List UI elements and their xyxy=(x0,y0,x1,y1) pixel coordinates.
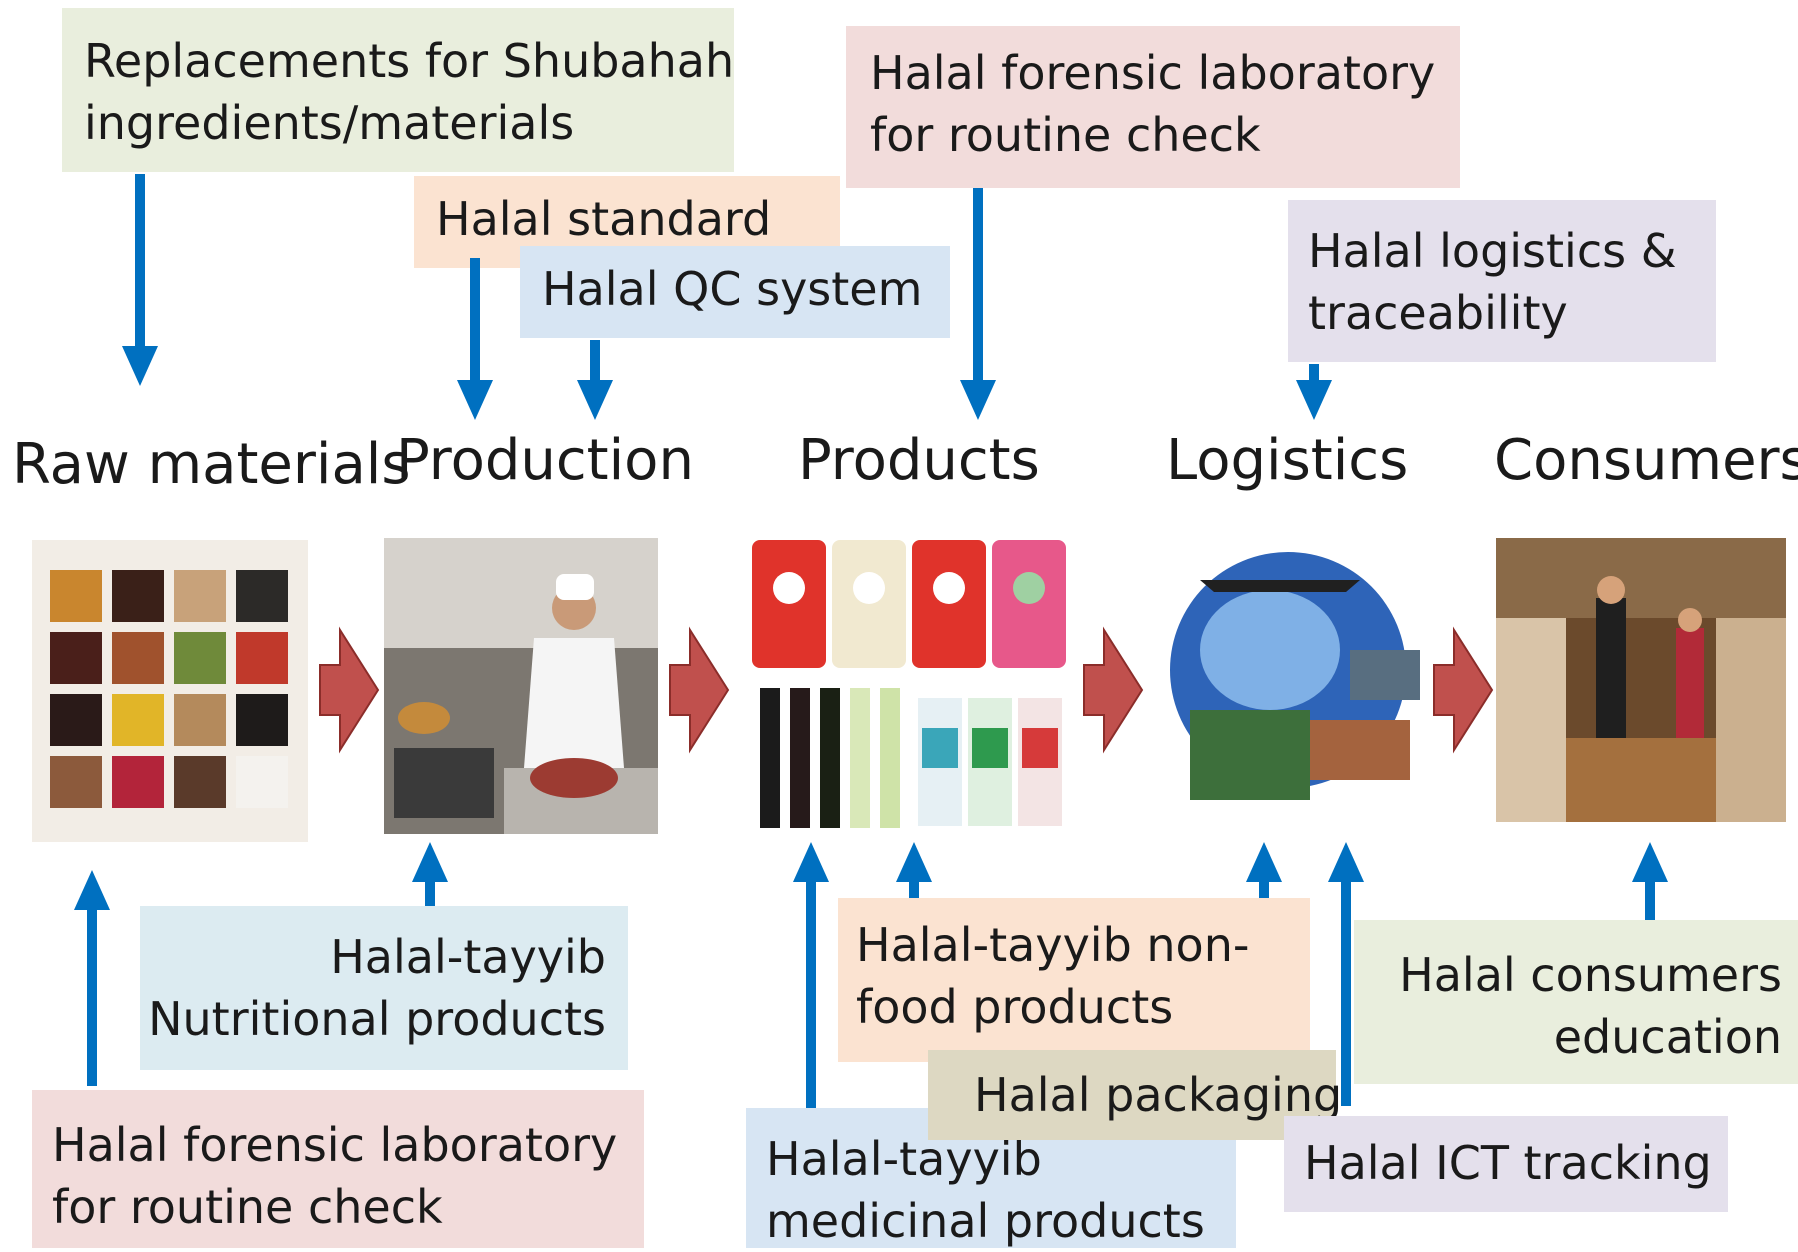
consumers-shop-photo xyxy=(1496,538,1786,822)
up-arrow-education-head xyxy=(1632,842,1668,882)
up-arrow-nutritional-head xyxy=(412,842,448,882)
stage-logistics: Logistics xyxy=(1166,428,1409,493)
consumer-education-box: Halal consumers education xyxy=(1354,920,1798,1084)
logistics-line-1: Halal logistics & xyxy=(1308,224,1677,278)
flow-arrow-2 xyxy=(669,626,730,754)
down-arrow-standard xyxy=(470,258,480,382)
down-arrow-logistics-head xyxy=(1296,380,1332,420)
up-arrow-medicinal-head xyxy=(793,842,829,882)
down-arrow-forensic-top xyxy=(973,188,983,382)
shubahah-line-1: Replacements for Shubahah xyxy=(84,34,735,88)
up-arrow-forensic-bottom xyxy=(87,908,97,1086)
up-arrow-ict-head xyxy=(1328,842,1364,882)
halal-qc-system-box: Halal QC system xyxy=(520,246,950,338)
up-arrow-nutritional xyxy=(425,880,435,914)
flow-arrow-4 xyxy=(1433,626,1494,754)
down-arrow-standard-head xyxy=(457,380,493,420)
halal-ict-label: Halal ICT tracking xyxy=(1304,1136,1712,1190)
nonfood-line-1: Halal-tayyib non- xyxy=(856,918,1250,972)
logistics-line-2: traceability xyxy=(1308,286,1568,340)
logistics-traceability-box: Halal logistics & traceability xyxy=(1288,200,1716,362)
forensic-top-line-2: for routine check xyxy=(870,108,1261,162)
flow-arrow-1 xyxy=(319,626,380,754)
forensic-top-line-1: Halal forensic laboratory xyxy=(870,46,1436,100)
raw-materials-spice-photo xyxy=(32,540,308,842)
halal-packaging-label: Halal packaging xyxy=(974,1068,1343,1122)
products-packages-photo xyxy=(750,538,1070,832)
production-chef-photo xyxy=(384,538,658,834)
down-arrow-shubahah xyxy=(135,174,145,348)
shubahah-line-2: ingredients/materials xyxy=(84,96,575,150)
education-line-2: education xyxy=(1553,1010,1782,1064)
stage-production: Production xyxy=(396,428,694,493)
up-arrow-nonfood xyxy=(909,880,919,898)
nutritional-line-2: Nutritional products xyxy=(148,992,606,1046)
nonfood-products-box: Halal-tayyib non- food products xyxy=(838,898,1310,1062)
halal-standard-label: Halal standard xyxy=(436,192,772,246)
up-arrow-ict xyxy=(1341,880,1351,1106)
up-arrow-education xyxy=(1645,880,1655,920)
halal-qc-label: Halal QC system xyxy=(542,262,923,316)
down-arrow-forensic-top-head xyxy=(960,380,996,420)
nonfood-line-2: food products xyxy=(856,980,1174,1034)
education-line-1: Halal consumers xyxy=(1399,948,1782,1002)
stage-raw-materials: Raw materials xyxy=(12,432,411,497)
forensic-lab-top-box: Halal forensic laboratory for routine ch… xyxy=(846,26,1460,188)
up-arrow-nonfood-head xyxy=(896,842,932,882)
ict-tracking-box: Halal ICT tracking xyxy=(1284,1116,1728,1212)
stage-products: Products xyxy=(798,428,1040,493)
up-arrow-forensic-bottom-head xyxy=(74,870,110,910)
logistics-transport-photo xyxy=(1160,540,1432,830)
forensic-bottom-line-1: Halal forensic laboratory xyxy=(52,1118,618,1172)
forensic-lab-bottom-box: Halal forensic laboratory for routine ch… xyxy=(32,1090,644,1248)
nutritional-line-1: Halal-tayyib xyxy=(330,930,606,984)
halal-packaging-box: Halal packaging xyxy=(928,1050,1342,1140)
up-arrow-packaging-head xyxy=(1246,842,1282,882)
nutritional-products-box: Halal-tayyib Nutritional products xyxy=(140,906,628,1070)
down-arrow-shubahah-head xyxy=(122,346,158,386)
flow-arrow-3 xyxy=(1083,626,1144,754)
shubahah-replacements-box: Replacements for Shubahah ingredients/ma… xyxy=(62,8,734,172)
down-arrow-qc-head xyxy=(577,380,613,420)
medicinal-line-1: Halal-tayyib xyxy=(766,1132,1042,1186)
forensic-bottom-line-2: for routine check xyxy=(52,1180,443,1234)
medicinal-line-2: medicinal products xyxy=(766,1194,1205,1248)
up-arrow-medicinal xyxy=(806,880,816,1112)
down-arrow-logistics xyxy=(1309,364,1319,382)
down-arrow-qc xyxy=(590,340,600,382)
stage-consumers: Consumers xyxy=(1494,428,1798,493)
